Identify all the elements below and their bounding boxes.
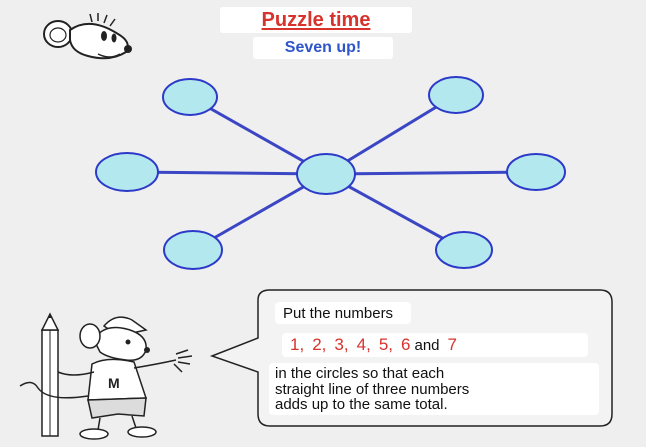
instruction-line-3: adds up to the same total.: [275, 396, 448, 413]
svg-text:M: M: [108, 375, 120, 391]
page-title: Puzzle time: [261, 8, 371, 31]
instruction-text-box: in the circles so that each straight lin…: [269, 363, 599, 415]
and-word: and: [414, 336, 440, 354]
circle-right[interactable]: [506, 153, 566, 191]
circle-top-right[interactable]: [428, 76, 484, 114]
number-1: 1: [290, 335, 300, 354]
instruction-line-1: in the circles so that each: [275, 365, 445, 382]
subtitle-box: Seven up!: [253, 37, 393, 59]
number-4: 4: [356, 335, 367, 354]
mouse-head-icon: [43, 13, 132, 60]
numbers-text-box: 1, 2, 3, 4, 5, 6 and 7: [282, 333, 588, 357]
circle-left[interactable]: [95, 152, 159, 192]
intro-text: Put the numbers: [283, 304, 394, 322]
circle-bottom-left[interactable]: [163, 230, 223, 270]
title-box: Puzzle time: [220, 7, 412, 33]
number-6: 6: [401, 335, 411, 354]
circle-bottom-right[interactable]: [435, 231, 493, 269]
intro-text-box: Put the numbers: [275, 302, 411, 324]
number-separator: ,: [321, 335, 327, 354]
number-separator: ,: [388, 335, 394, 354]
number-separator: ,: [299, 335, 305, 354]
number-5: 5: [378, 335, 389, 354]
circle-top-left[interactable]: [162, 78, 218, 116]
number-separator: ,: [343, 335, 349, 354]
number-3: 3: [334, 335, 344, 354]
spoke-line-right: [325, 170, 537, 176]
mouse-with-pencil-icon: M: [19, 312, 193, 440]
instruction-line-2: straight line of three numbers: [275, 380, 470, 398]
circle-center[interactable]: [296, 153, 356, 195]
number-separator: ,: [366, 335, 371, 354]
spoke-line-left: [126, 170, 327, 176]
number-2: 2: [312, 335, 322, 354]
page-subtitle: Seven up!: [284, 39, 362, 56]
number-7: 7: [447, 335, 457, 354]
